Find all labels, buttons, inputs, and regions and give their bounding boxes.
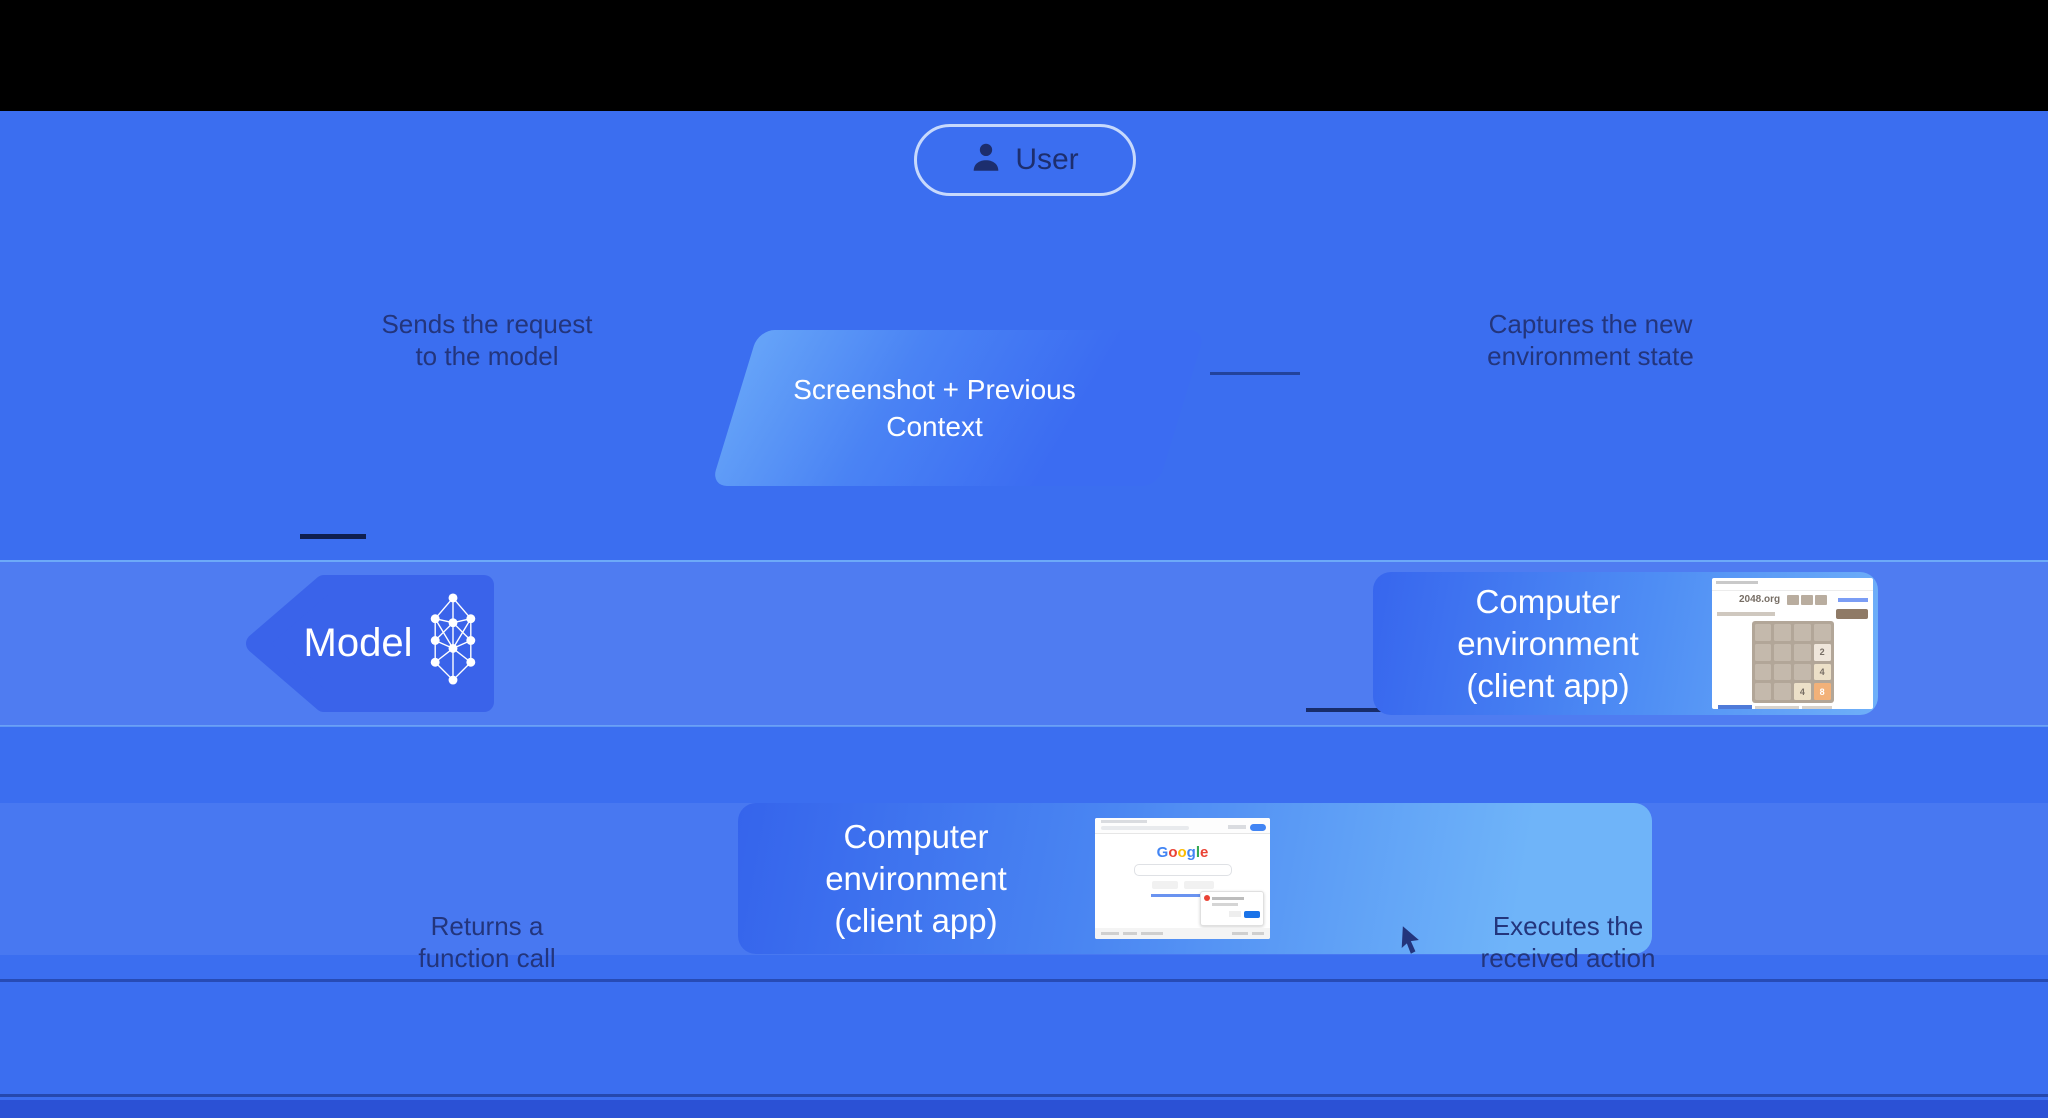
google-logo: Google: [1095, 845, 1270, 860]
env-right-line1: Computer environment: [1457, 582, 1639, 662]
edge-label-line: Returns a: [430, 911, 544, 941]
logo-letter: g: [1186, 844, 1196, 861]
arrow-fragment: [1306, 708, 1404, 712]
game-tile: 4: [1813, 663, 1831, 681]
new-game-button: [1836, 609, 1868, 619]
screenshot-context-label: Screenshot + Previous Context: [711, 330, 1158, 486]
language-link-bar: [1150, 894, 1215, 897]
env-bottom-line2: (client app): [834, 901, 998, 939]
game-tile: 4: [1794, 683, 1811, 700]
artifact-streak: [0, 725, 2048, 727]
edge-label-sends-request: Sends the request to the model: [377, 308, 597, 372]
edge-label-line: Executes the: [1492, 911, 1644, 941]
logo-letter: G: [1156, 844, 1169, 861]
logo-letter: o: [1168, 844, 1178, 861]
game-empty-cell: [1774, 663, 1791, 681]
logo-letter: o: [1177, 844, 1187, 861]
game-empty-cell: [1754, 663, 1772, 681]
google-homepage-screenshot: Google: [1095, 818, 1270, 939]
model-node: Model: [242, 575, 494, 712]
arrow-fragment: [300, 534, 366, 539]
game-empty-cell: [1794, 663, 1811, 681]
edge-label-line: Captures the new: [1488, 309, 1693, 339]
game-tile: 2: [1813, 643, 1831, 661]
browser-tab: [1101, 820, 1147, 823]
neural-network-icon: [430, 592, 476, 695]
search-buttons: [1095, 881, 1270, 889]
computer-environment-bottom-node: Computer environment (client app) Google: [738, 803, 1652, 954]
artifact-streak: [0, 560, 2048, 562]
game-empty-cell: [1794, 643, 1811, 661]
model-label: Model: [303, 621, 413, 665]
game-empty-cell: [1754, 624, 1772, 641]
dialog-secondary-button: [1229, 911, 1241, 917]
footer-text-bar: [1802, 706, 1832, 709]
page-footer: [1095, 928, 1270, 939]
game-empty-cell: [1754, 683, 1772, 700]
2048-site-title: 2048.org: [1739, 594, 1781, 605]
edge-label-execute-action: Executes the received action: [1448, 910, 1688, 974]
user-icon: [971, 140, 1001, 180]
google-search-button: [1151, 881, 1178, 889]
browser-icons: [1228, 825, 1246, 829]
logo-letter: l: [1195, 844, 1200, 861]
score-boxes: [1787, 594, 1828, 605]
edge-label-line: received action: [1480, 943, 1656, 973]
artifact-streak: [0, 1094, 2048, 1097]
logo-letter: e: [1200, 844, 1209, 861]
edge-label-line: function call: [418, 943, 556, 973]
screenshot-context-line2: Context: [886, 411, 983, 442]
dialog-text-bar: [1212, 903, 1238, 906]
edge-label-function-call: Returns a function call: [377, 910, 597, 974]
game-empty-cell: [1794, 624, 1811, 641]
dialog-primary-button: [1244, 911, 1260, 918]
sign-in-dialog: [1200, 891, 1264, 926]
top-link-bar: [1838, 597, 1868, 602]
browser-tab-bar: [1712, 581, 1873, 591]
user-node: User: [914, 124, 1136, 196]
model-node-shape: [246, 575, 494, 712]
artifact-streak: [0, 979, 2048, 982]
game-empty-cell: [1774, 624, 1791, 641]
url-bar: [1101, 826, 1189, 830]
arrow-fragment: [1210, 372, 1300, 375]
cursor-click-icon: [1398, 924, 1428, 958]
footer-link-bar: [1718, 705, 1752, 709]
dialog-text-bar: [1212, 896, 1244, 900]
profile-pill: [1250, 824, 1266, 831]
bottom-strip: [0, 1100, 2048, 1118]
game-tile: 8: [1813, 683, 1831, 700]
edge-label-line: Sends the request: [381, 309, 593, 339]
computer-environment-bottom-label: Computer environment (client app): [756, 803, 1076, 954]
edge-label-line: to the model: [415, 341, 559, 371]
env-bottom-line1: Computer environment: [825, 817, 1007, 897]
computer-environment-right-node: Computer environment (client app) 2048.o…: [1373, 572, 1878, 715]
user-label: User: [1015, 143, 1079, 176]
edge-label-line: environment state: [1487, 341, 1694, 371]
game-empty-cell: [1813, 624, 1831, 641]
instructions-text-bar: [1717, 612, 1775, 616]
search-input: [1133, 864, 1232, 876]
footer-text-bar: [1755, 706, 1799, 709]
game-empty-cell: [1774, 683, 1791, 700]
game-empty-cell: [1774, 643, 1791, 661]
browser-chrome: [1095, 818, 1270, 834]
dialog-icon: [1204, 895, 1210, 901]
env-right-line2: (client app): [1466, 666, 1630, 704]
computer-environment-right-label: Computer environment (client app): [1383, 572, 1713, 715]
screenshot-context-line1: Screenshot + Previous: [793, 374, 1076, 405]
game-empty-cell: [1754, 643, 1772, 661]
feeling-lucky-button: [1183, 881, 1214, 889]
edge-label-new-state: Captures the new environment state: [1468, 308, 1713, 372]
